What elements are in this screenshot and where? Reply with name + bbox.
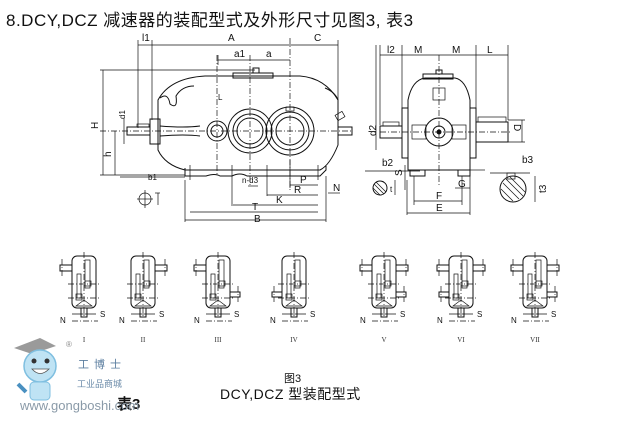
dim-h: h [103,151,114,157]
dim-M-right: M [452,45,460,56]
assembly-type-label: VI [457,336,465,344]
front-view-labels: l1 A C a1 a H h d1 b1 n-d3 P R K N T B L [90,33,340,225]
assembly-type-7: N S VII [510,252,560,344]
assembly-type-label: I [83,336,86,344]
dim-L-front: L [218,93,223,102]
figure-caption: 图3 [284,373,302,385]
wrench-icon [16,382,28,394]
dim-K: K [276,195,283,206]
watermark-tagline: 工业品商城 [77,379,123,389]
dim-A: A [228,33,235,44]
n-label: N [119,316,125,325]
graduation-cap-icon [14,338,56,354]
assembly-type-label: III [215,336,223,344]
mascot-logo [14,338,57,401]
page-heading: 8.DCY,DCZ 减速器的装配型式及外形尺寸见图3, 表3 [6,11,414,30]
assembly-type-1: N S I [59,252,105,344]
dim-N: N [333,183,340,194]
dim-F: F [436,191,442,202]
n-label: N [60,316,66,325]
n-label: N [511,316,517,325]
side-view-labels: l2 M M L d2 D b2 S G F E b3 t3 t [368,45,549,214]
s-label: S [400,310,405,319]
dim-R: R [294,185,301,196]
n-label: N [360,316,366,325]
dim-a: a [266,49,272,60]
mascot-face-icon [23,349,57,383]
dim-H: H [90,122,101,129]
s-label: S [551,310,556,319]
figure-subtitle: DCY,DCZ 型装配型式 [220,386,361,402]
dim-T: T [252,202,258,213]
watermark-brand: 工博士 [78,358,126,371]
dim-b1: b1 [148,173,157,182]
dim-D: D [511,124,522,131]
s-label: S [477,310,482,319]
assembly-type-3: N S III [193,252,241,344]
dim-B: B [254,214,261,225]
dim-E: E [436,203,443,214]
assembly-type-label: VII [530,336,540,344]
dim-l1: l1 [142,33,150,44]
dim-d2: d2 [368,124,379,136]
dim-t3: t3 [538,184,549,193]
dim-C: C [314,33,321,44]
dim-n-d3: n-d3 [242,176,259,185]
assembly-type-2: N S II [119,252,168,344]
dim-P: P [300,175,307,186]
dim-M-left: M [414,45,422,56]
n-label: N [437,316,443,325]
side-view [365,45,536,215]
dim-t: t [390,185,393,194]
assembly-type-label: IV [290,336,297,344]
dim-b2: b2 [382,158,394,169]
table-reference: 表3 [117,396,141,413]
dim-S: S [394,169,405,176]
s-label: S [310,310,315,319]
s-label: S [100,310,105,319]
watermark-url: www.gongboshi.com [20,398,140,413]
assembly-types: N S I N S II N S III N S IV N S V N S VI N S VII [59,252,560,344]
dim-a1: a1 [234,49,246,60]
dim-L: L [487,45,493,56]
dim-b3: b3 [522,155,534,166]
assembly-type-6: N S VI [436,252,486,344]
s-label: S [234,310,239,319]
n-label: N [270,316,276,325]
assembly-type-label: II [141,336,146,344]
registered-mark: ® [66,340,72,349]
front-view [100,38,353,222]
n-label: N [194,316,200,325]
assembly-type-5: N S V [359,252,409,344]
s-label: S [159,310,164,319]
dim-l2: l2 [387,45,395,56]
assembly-type-label: V [381,336,386,344]
dim-G: G [458,179,466,190]
assembly-type-4: N S IV [270,252,315,344]
dim-d1: d1 [118,110,127,119]
